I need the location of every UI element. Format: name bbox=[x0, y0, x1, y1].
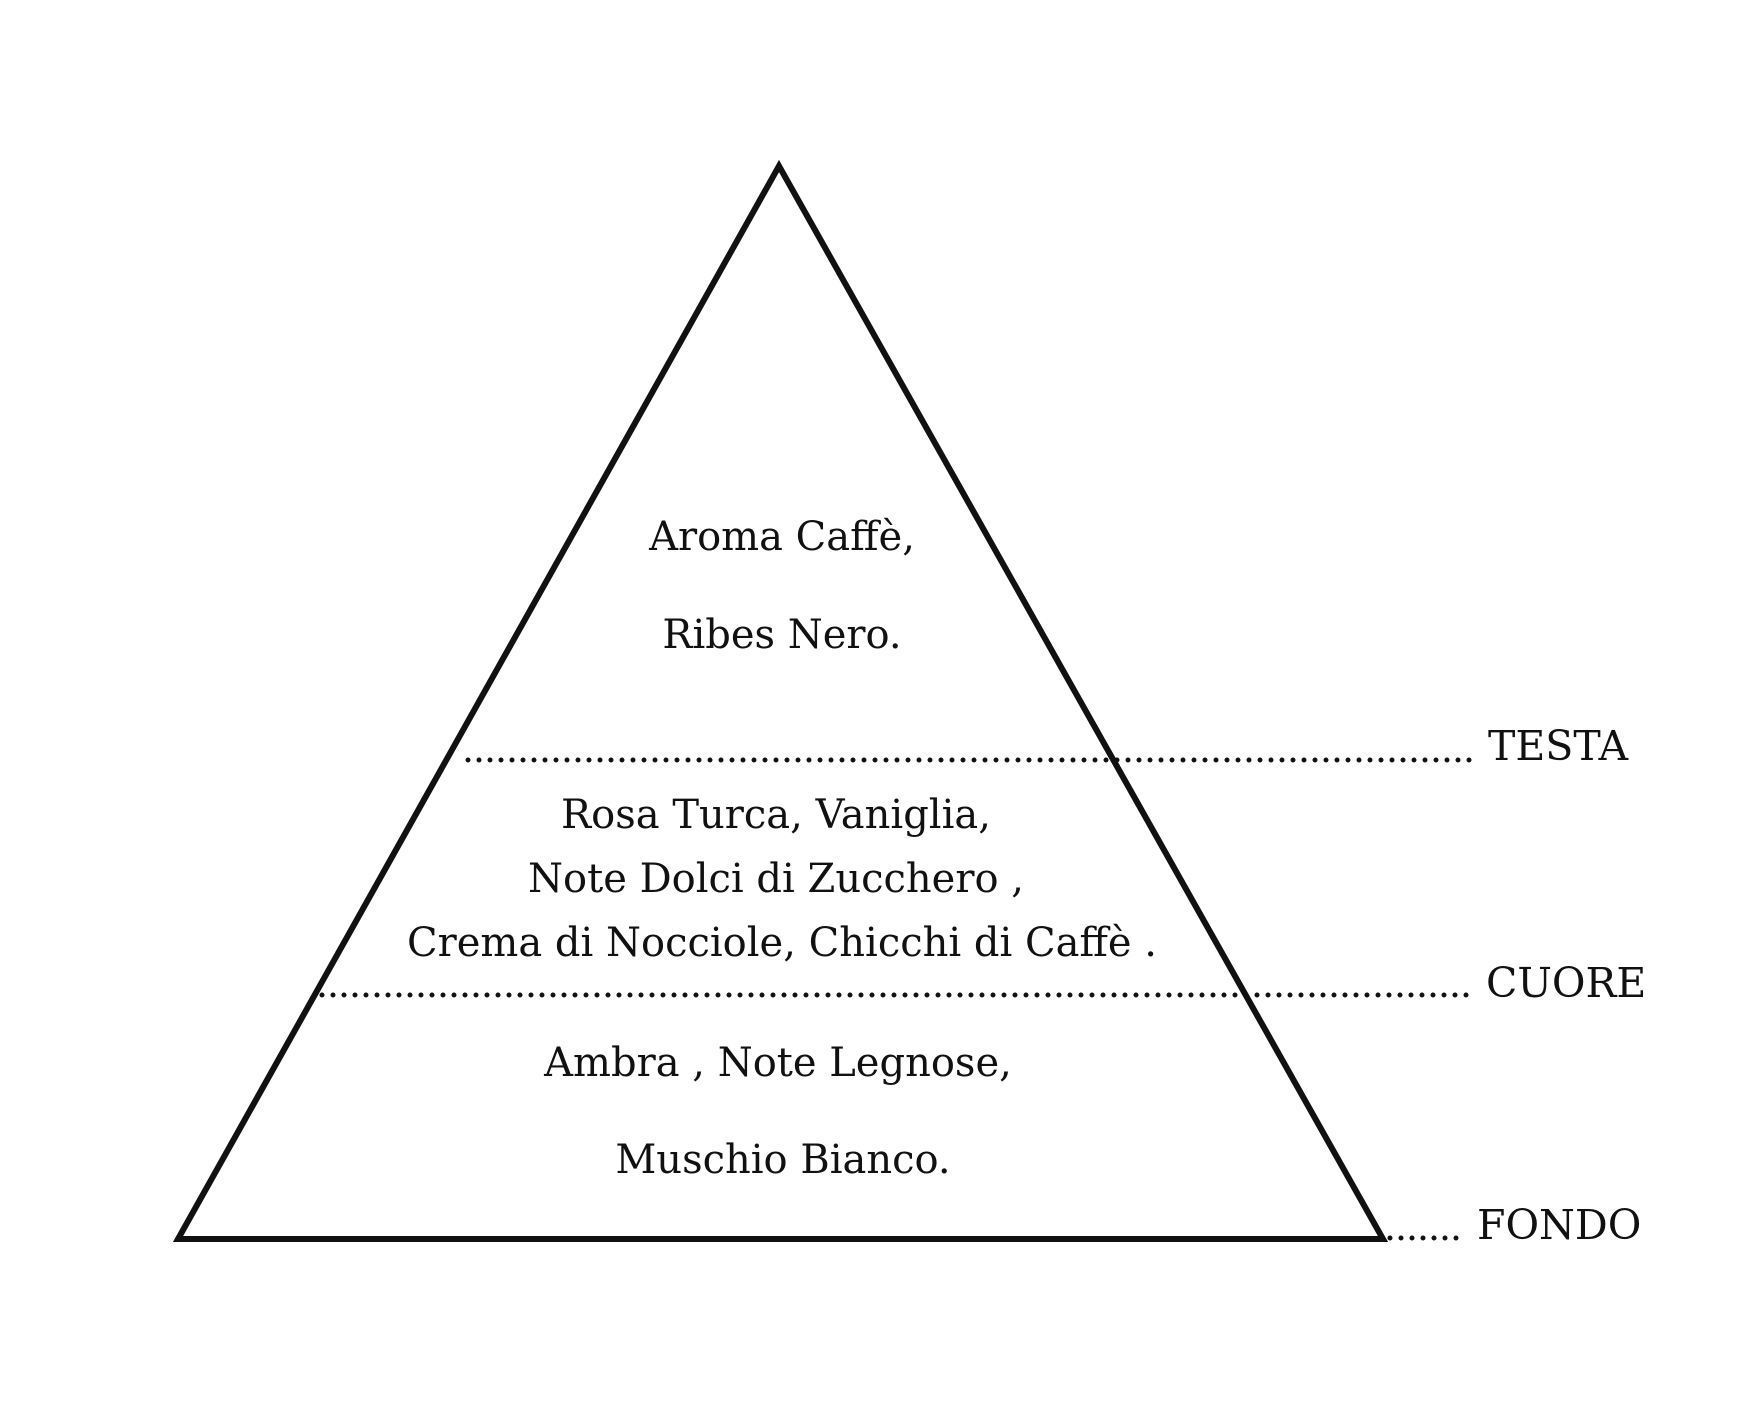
tier-label-testa: TESTA bbox=[1488, 722, 1629, 770]
tier-label-fondo: FONDO bbox=[1477, 1201, 1641, 1249]
note-fondo-1: Ambra , Note Legnose, bbox=[543, 1040, 1012, 1086]
note-testa-1: Aroma Caffè, bbox=[648, 514, 915, 560]
note-testa-2: Ribes Nero. bbox=[662, 612, 901, 658]
note-cuore-3: Crema di Nocciole, Chicchi di Caffè . bbox=[407, 920, 1157, 966]
note-cuore-2: Note Dolci di Zucchero , bbox=[528, 856, 1024, 902]
tier-label-cuore: CUORE bbox=[1486, 959, 1646, 1007]
note-fondo-2: Muschio Bianco. bbox=[615, 1137, 950, 1183]
pyramid-outline bbox=[172, 159, 1389, 1242]
note-cuore-1: Rosa Turca, Vaniglia, bbox=[561, 792, 991, 838]
